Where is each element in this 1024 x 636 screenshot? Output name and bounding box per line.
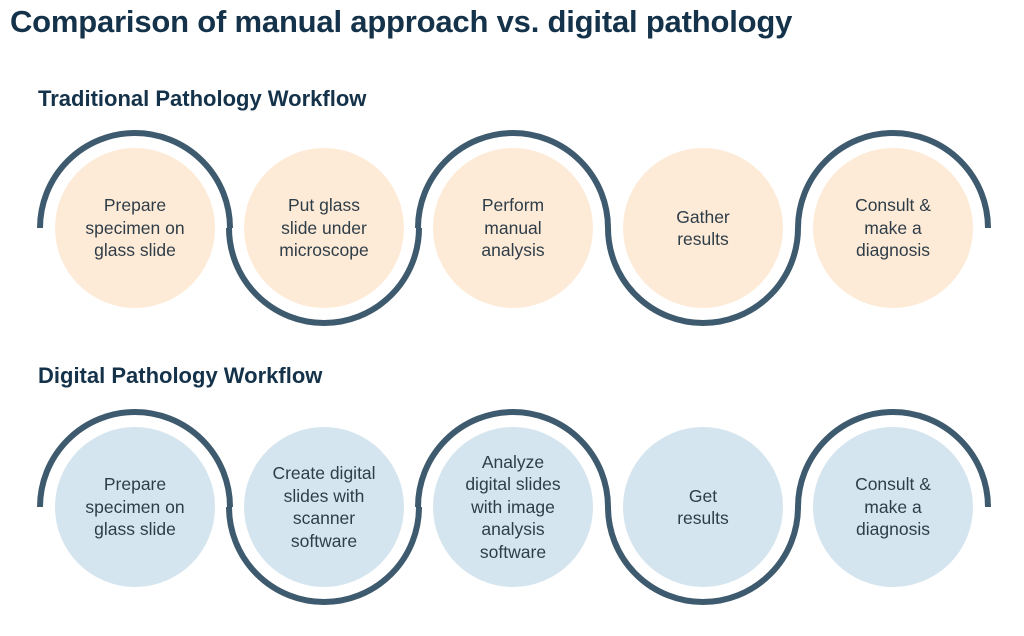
traditional-step-label: Consult & make a diagnosis	[855, 195, 931, 261]
connector-arc	[795, 409, 991, 508]
digital-step-circle	[244, 427, 404, 587]
connector-arc	[415, 130, 611, 229]
digital-step-circle	[433, 427, 593, 587]
digital-workflow-heading: Digital Pathology Workflow	[38, 363, 323, 388]
traditional-step-label: Prepare specimen on glass slide	[85, 195, 185, 261]
connector-arc	[605, 227, 801, 326]
traditional-step-circle	[623, 148, 783, 308]
digital-step-label: Create digital slides with scanner softw…	[272, 463, 376, 551]
connector-arc	[415, 409, 611, 508]
digital-step-label: Prepare specimen on glass slide	[85, 474, 185, 540]
connector-arc	[795, 130, 991, 229]
digital-step-circle	[813, 427, 973, 587]
traditional-step-circle	[55, 148, 215, 308]
traditional-step-circle	[813, 148, 973, 308]
digital-step-label: Analyze digital slides with image analys…	[465, 451, 561, 562]
connector-arc	[605, 506, 801, 605]
digital-step-circle	[623, 427, 783, 587]
connector-arc	[226, 227, 422, 326]
connector-arc	[37, 130, 233, 229]
connector-arc	[226, 506, 422, 605]
page-title: Comparison of manual approach vs. digita…	[10, 4, 793, 39]
digital-step-label: Consult & make a diagnosis	[855, 474, 931, 540]
traditional-workflow-heading: Traditional Pathology Workflow	[38, 86, 367, 111]
digital-step-label: Get results	[677, 485, 729, 529]
traditional-step-label: Gather results	[676, 206, 730, 250]
digital-step-circle	[55, 427, 215, 587]
traditional-step-label: Put glass slide under microscope	[279, 195, 369, 261]
traditional-step-circle	[433, 148, 593, 308]
traditional-step-circle	[244, 148, 404, 308]
connector-arc	[37, 409, 233, 508]
traditional-step-label: Perform manual analysis	[481, 195, 545, 261]
